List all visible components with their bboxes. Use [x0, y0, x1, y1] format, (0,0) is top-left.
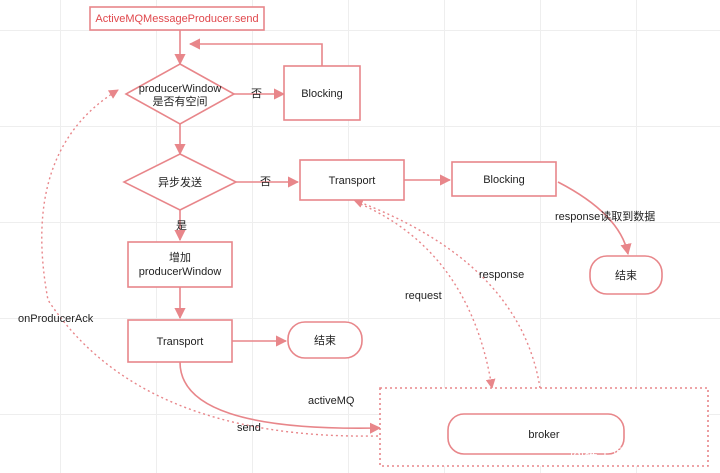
edge-label-response: response — [479, 269, 524, 281]
broker-node[interactable] — [447, 413, 625, 455]
watermark: @稀土掘金技术社区 — [570, 447, 696, 463]
edge-label-no-async: 否 — [260, 176, 271, 188]
edge-label-send: send — [237, 422, 261, 434]
edge-response — [353, 198, 541, 389]
async-check-label: 异步发送 — [158, 175, 202, 189]
node-labels: ActiveMQMessageProducer.send producerWin… — [95, 13, 637, 441]
end-right-node[interactable] — [589, 255, 663, 295]
edge-labels: 否 否 是 response读取到数据 response request onP… — [18, 88, 655, 434]
edge-label-request: request — [405, 290, 442, 302]
edge-label-active-mq: activeMQ — [308, 395, 355, 407]
edge-label-yes-async: 是 — [176, 219, 187, 232]
window-check-node[interactable] — [124, 63, 236, 125]
blocking-top-node[interactable] — [283, 65, 361, 121]
end-right-label: 结束 — [615, 269, 637, 282]
end-left-label: 结束 — [314, 334, 336, 347]
increase-window-label-line2: producerWindow — [139, 266, 222, 278]
edge-label-response-read: response读取到数据 — [555, 209, 655, 223]
edge-label-no-top: 否 — [251, 88, 262, 100]
start-label: ActiveMQMessageProducer.send — [95, 13, 258, 25]
increase-window-node[interactable] — [127, 241, 233, 288]
transport-right-node[interactable] — [299, 159, 405, 201]
edge-label-on-producer-ack: onProducerAck — [18, 313, 94, 325]
transport-left-label: Transport — [157, 336, 204, 348]
async-check-node[interactable] — [122, 153, 238, 211]
transport-right-label: Transport — [329, 175, 376, 187]
dotted-edges — [41, 89, 541, 437]
increase-window-label-line1: 增加 — [169, 250, 191, 264]
edge-blocking-to-end — [557, 181, 632, 256]
blocking-right-label: Blocking — [483, 174, 525, 186]
transport-left-node[interactable] — [127, 319, 233, 363]
blocking-top-label: Blocking — [301, 88, 343, 100]
nodes — [89, 6, 709, 467]
start-node[interactable] — [89, 6, 265, 31]
end-left-node[interactable] — [287, 321, 363, 359]
edge-send-to-broker — [179, 361, 382, 434]
edges — [174, 30, 632, 434]
window-check-label-line1: producerWindow — [139, 83, 222, 95]
edge-on-producer-ack — [41, 89, 379, 437]
edge-request — [355, 201, 496, 389]
window-check-label-line2: 是否有空间 — [153, 94, 208, 108]
broker-label: broker — [528, 429, 560, 441]
edge-blocking-loop-back — [188, 38, 323, 74]
blocking-right-node[interactable] — [451, 161, 557, 197]
